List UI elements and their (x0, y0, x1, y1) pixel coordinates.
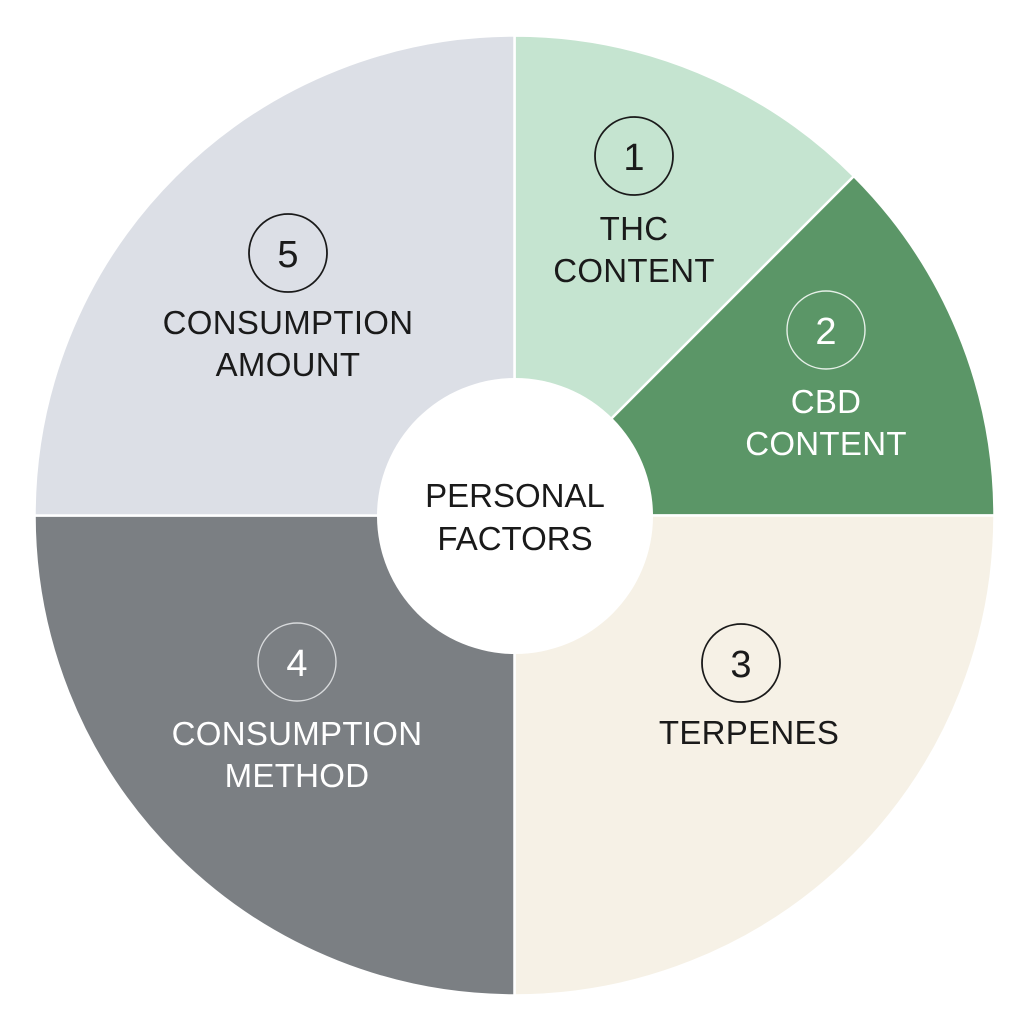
badge-2-number: 2 (815, 311, 836, 353)
badge-5-number: 5 (277, 234, 298, 276)
segment-cbd-label-line2: CONTENT (745, 425, 907, 462)
center-circle (377, 378, 653, 654)
segment-terpenes-label-line1: TERPENES (659, 714, 839, 751)
center-hub: PERSONAL FACTORS (377, 378, 653, 654)
segment-thc-label-line2: CONTENT (553, 252, 715, 289)
segment-consumption-amount-wedge (33, 34, 516, 517)
badge-5-circle (248, 213, 328, 293)
segment-consumption-method-wedge (33, 514, 516, 997)
segment-consumption-amount: 5 CONSUMPTION AMOUNT (33, 34, 516, 517)
segment-consumption-amount-label-line2: AMOUNT (216, 346, 361, 383)
badge-3-circle (701, 623, 781, 703)
segment-consumption-method: 4 CONSUMPTION METHOD (33, 514, 516, 997)
segment-consumption-method-label-line2: METHOD (225, 757, 370, 794)
segment-thc-content: 1 THC CONTENT (513, 34, 856, 519)
segment-cbd-content: 2 CBD CONTENT (511, 174, 996, 517)
center-label-line1: PERSONAL (425, 477, 605, 514)
badge-2-circle (786, 290, 866, 370)
segment-consumption-amount-label-line1: CONSUMPTION (163, 304, 414, 341)
segment-consumption-method-label-line1: CONSUMPTION (172, 715, 423, 752)
badge-3-number: 3 (730, 644, 751, 686)
badge-1-number: 1 (623, 137, 644, 179)
badge-1-circle (594, 116, 674, 196)
segment-thc-content-wedge (513, 34, 856, 519)
segment-cbd-content-wedge (511, 174, 996, 517)
segment-cbd-label-line1: CBD (791, 383, 862, 420)
segment-thc-label-line1: THC (600, 210, 669, 247)
segment-terpenes-wedge (513, 514, 996, 997)
center-label-line2: FACTORS (437, 520, 592, 557)
badge-4-circle (257, 622, 337, 702)
segment-terpenes: 3 TERPENES (513, 514, 996, 997)
badge-4-number: 4 (286, 643, 307, 685)
